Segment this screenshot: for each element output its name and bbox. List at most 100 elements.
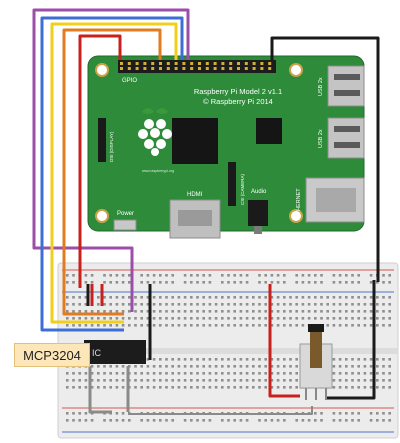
breadboard-hole [314, 419, 317, 422]
breadboard-hole [233, 310, 236, 313]
breadboard-hole [270, 310, 274, 313]
breadboard-hole [190, 324, 193, 327]
wire-red-power [78, 34, 122, 288]
breadboard-hole [227, 419, 230, 422]
breadboard-hole [326, 303, 329, 306]
breadboard-hole [128, 274, 131, 277]
breadboard-hole [121, 303, 125, 306]
breadboard-hole [183, 310, 187, 313]
breadboard-hole [369, 324, 373, 327]
gpio-pin [244, 62, 248, 65]
breadboard-hole [233, 365, 236, 368]
breadboard-hole [171, 281, 174, 284]
breadboard-hole [90, 372, 94, 375]
breadboard-hole [363, 310, 367, 313]
breadboard-hole [202, 310, 205, 313]
breadboard-hole [177, 365, 181, 368]
breadboard-hole [66, 317, 69, 320]
gpio-pin [166, 62, 170, 65]
breadboard-hole [208, 274, 212, 277]
breadboard-hole [320, 296, 323, 299]
breadboard-hole [233, 296, 236, 299]
breadboard-hole [283, 281, 286, 284]
breadboard-hole [90, 317, 94, 320]
breadboard-hole [382, 379, 385, 382]
breadboard-hole [208, 317, 212, 320]
breadboard-hole [295, 281, 298, 284]
breadboard-hole [245, 358, 249, 361]
breadboard-hole [283, 358, 286, 361]
gpio-pin [143, 62, 147, 65]
breadboard-hole [103, 310, 106, 313]
breadboard-hole [351, 324, 354, 327]
breadboard-hole [252, 386, 255, 389]
breadboard-hole [351, 386, 354, 389]
breadboard-hole [245, 274, 249, 277]
breadboard-hole [283, 324, 286, 327]
breadboard-hole [227, 386, 230, 389]
breadboard-hole [152, 281, 156, 284]
breadboard-hole [103, 296, 106, 299]
breadboard-hole [214, 303, 218, 306]
breadboard-hole [171, 419, 174, 422]
breadboard-hole [159, 310, 162, 313]
gpio-pin [135, 67, 139, 70]
breadboard-hole [196, 274, 199, 277]
breadboard-hole [121, 412, 125, 415]
breadboard-hole [177, 317, 181, 320]
breadboard-hole [78, 379, 81, 382]
breadboard-hole [90, 365, 94, 368]
breadboard-hole [345, 303, 348, 306]
breadboard-hole [140, 372, 143, 375]
breadboard-hole [177, 372, 181, 375]
breadboard-hole [295, 324, 298, 327]
breadboard-hole [84, 412, 88, 415]
breadboard-hole [103, 379, 106, 382]
breadboard-hole [276, 324, 280, 327]
breadboard-hole [314, 274, 317, 277]
breadboard-hole [351, 310, 354, 313]
display-connector [98, 118, 106, 162]
breadboard-hole [369, 274, 373, 277]
breadboard-hole [72, 303, 75, 306]
breadboard-hole [245, 372, 249, 375]
copyright-text: © Raspberry Pi 2014 [203, 97, 273, 106]
breadboard-hole [165, 317, 168, 320]
breadboard-hole [121, 281, 125, 284]
breadboard-hole [289, 386, 292, 389]
audio-jack [248, 200, 268, 234]
breadboard-hole [332, 310, 336, 313]
breadboard-hole [115, 281, 119, 284]
breadboard-hole [388, 296, 391, 299]
breadboard-hole [239, 372, 243, 375]
breadboard-hole [202, 372, 205, 375]
wire-gray-pot [128, 406, 313, 415]
breadboard-hole [301, 324, 305, 327]
breadboard-hole [165, 310, 168, 313]
breadboard-hole [227, 324, 230, 327]
breadboard-hole [128, 281, 131, 284]
breadboard-hole [332, 296, 336, 299]
breadboard-hole [202, 365, 205, 368]
breadboard-hole [165, 372, 168, 375]
breadboard-hole [115, 379, 119, 382]
usb-port-top [327, 65, 365, 107]
breadboard-hole [264, 281, 267, 284]
wire-yellow [50, 22, 178, 324]
breadboard-hole [72, 296, 75, 299]
breadboard-hole [208, 358, 212, 361]
breadboard-hole [239, 419, 243, 422]
breadboard-hole [295, 296, 298, 299]
breadboard-hole [97, 379, 100, 382]
breadboard-hole [115, 296, 119, 299]
breadboard-hole [295, 379, 298, 382]
usb-label-top: USB 2x [318, 77, 324, 96]
breadboard-hole [214, 296, 218, 299]
breadboard-hole [115, 303, 119, 306]
breadboard-hole [227, 281, 230, 284]
breadboard-hole [276, 310, 280, 313]
breadboard-hole [196, 310, 199, 313]
breadboard-hole [221, 303, 224, 306]
breadboard-hole [345, 372, 348, 375]
breadboard-hole [326, 324, 329, 327]
